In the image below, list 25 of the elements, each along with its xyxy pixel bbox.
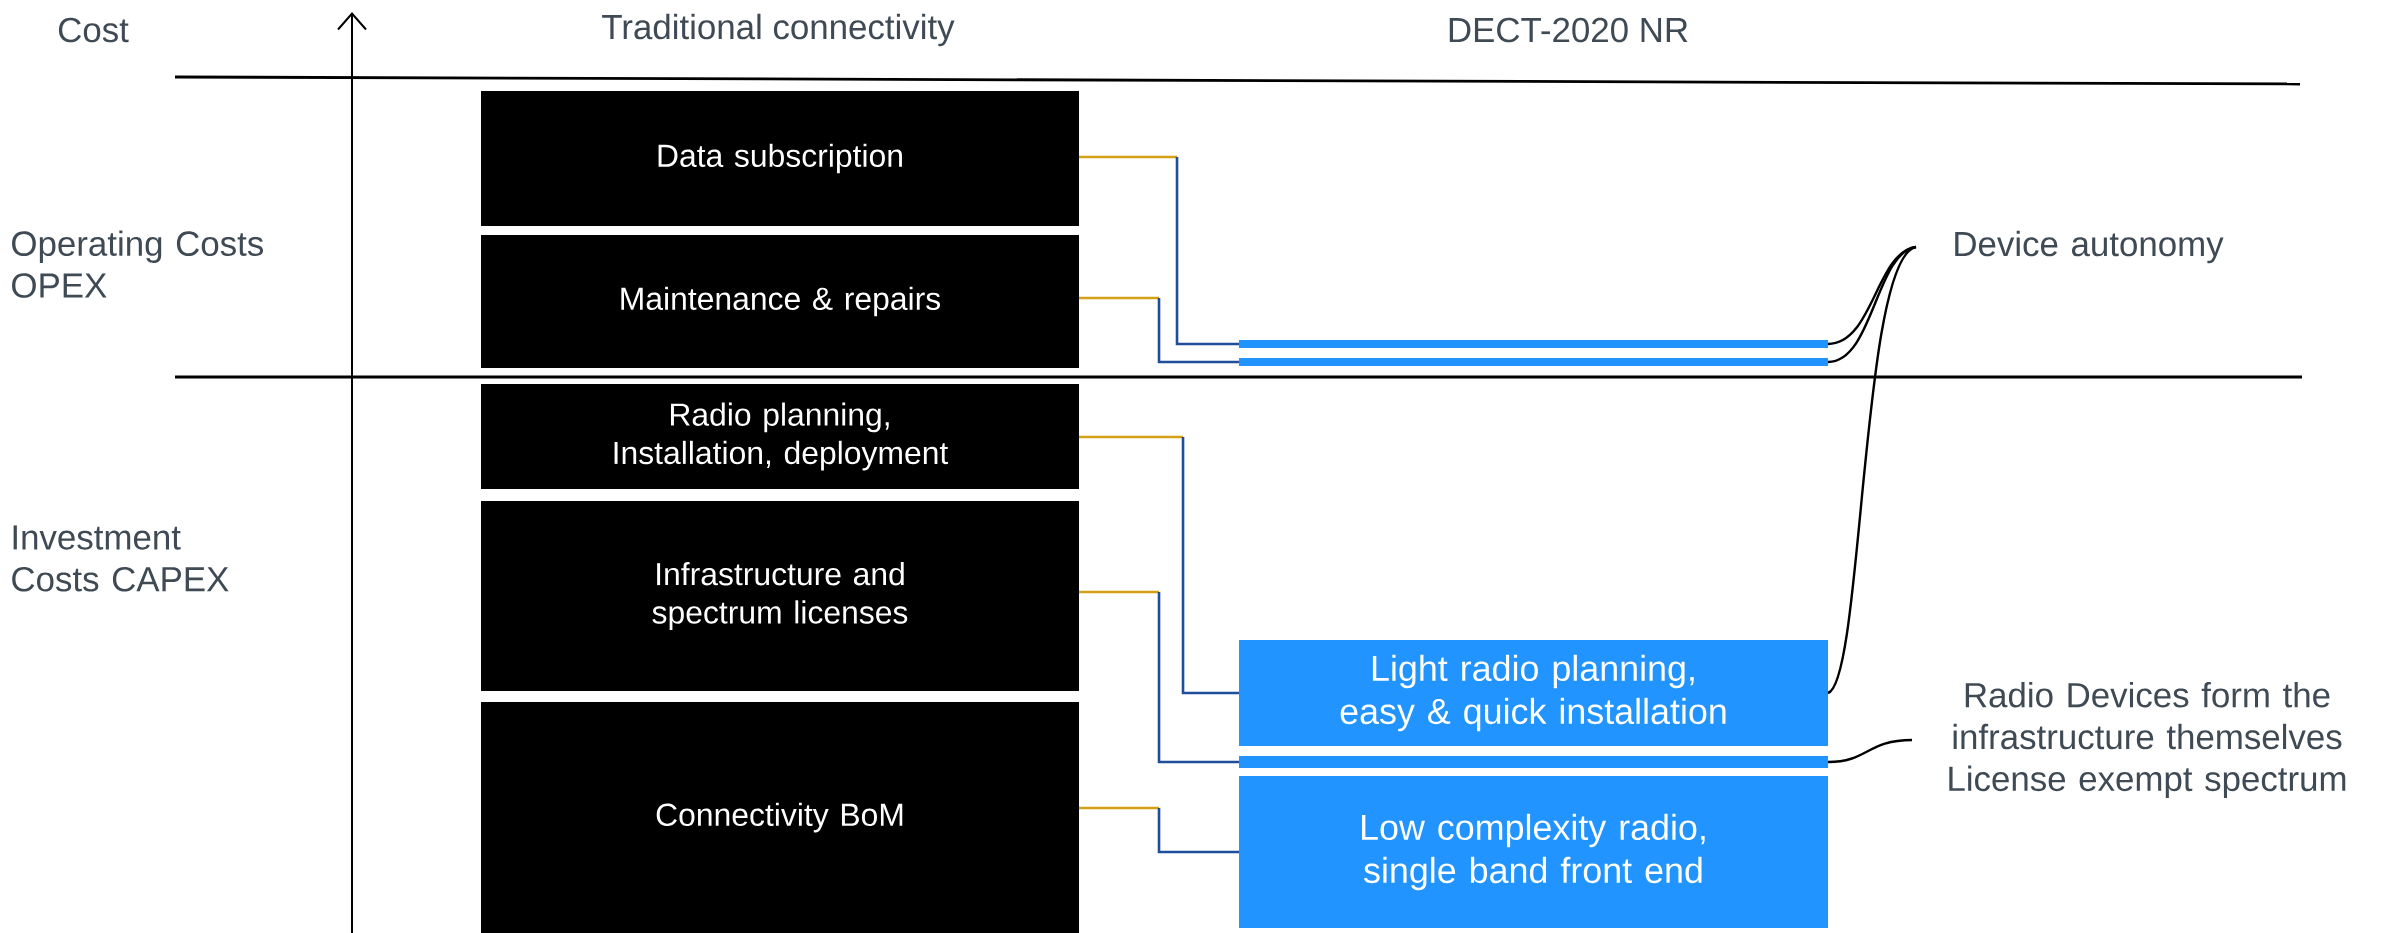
benefit-box: Light radio planning, easy & quick installation bbox=[1239, 640, 1829, 746]
cost-box: Radio planning, Installation, deployment bbox=[481, 384, 1079, 489]
axis-label: Cost bbox=[58, 17, 129, 43]
category-label: Operating Costs OPEX bbox=[12, 230, 263, 298]
note-text: Radio Devices form the infrastructure themselves License exempt spectrum bbox=[1949, 681, 2346, 799]
cost-box: Maintenance & repairs bbox=[481, 235, 1079, 368]
leader-line bbox=[1827, 246, 1917, 694]
cost-box: Infrastructure and spectrum licenses bbox=[481, 501, 1079, 691]
category-label: Investment Costs CAPEX bbox=[12, 525, 229, 592]
benefit-bar bbox=[1239, 358, 1829, 366]
leader-line bbox=[1827, 245, 1917, 364]
connector-line bbox=[1079, 155, 1239, 346]
column-heading: DECT-2020 NR bbox=[1449, 17, 1688, 43]
benefit-box: Low complexity radio, single band front end bbox=[1239, 776, 1829, 928]
connector-line bbox=[1079, 435, 1239, 695]
connector-line bbox=[1079, 296, 1239, 364]
column-heading: Traditional connectivity bbox=[602, 13, 955, 47]
leader-line bbox=[1827, 738, 1913, 764]
cost-box: Data subscription bbox=[481, 91, 1079, 226]
connector-line bbox=[1079, 590, 1239, 764]
connector-line bbox=[1079, 806, 1239, 854]
cost-box: Connectivity BoM bbox=[481, 702, 1079, 933]
benefit-bar bbox=[1239, 756, 1829, 768]
note-text: Device autonomy bbox=[1955, 230, 2224, 264]
benefit-bar bbox=[1239, 340, 1829, 348]
